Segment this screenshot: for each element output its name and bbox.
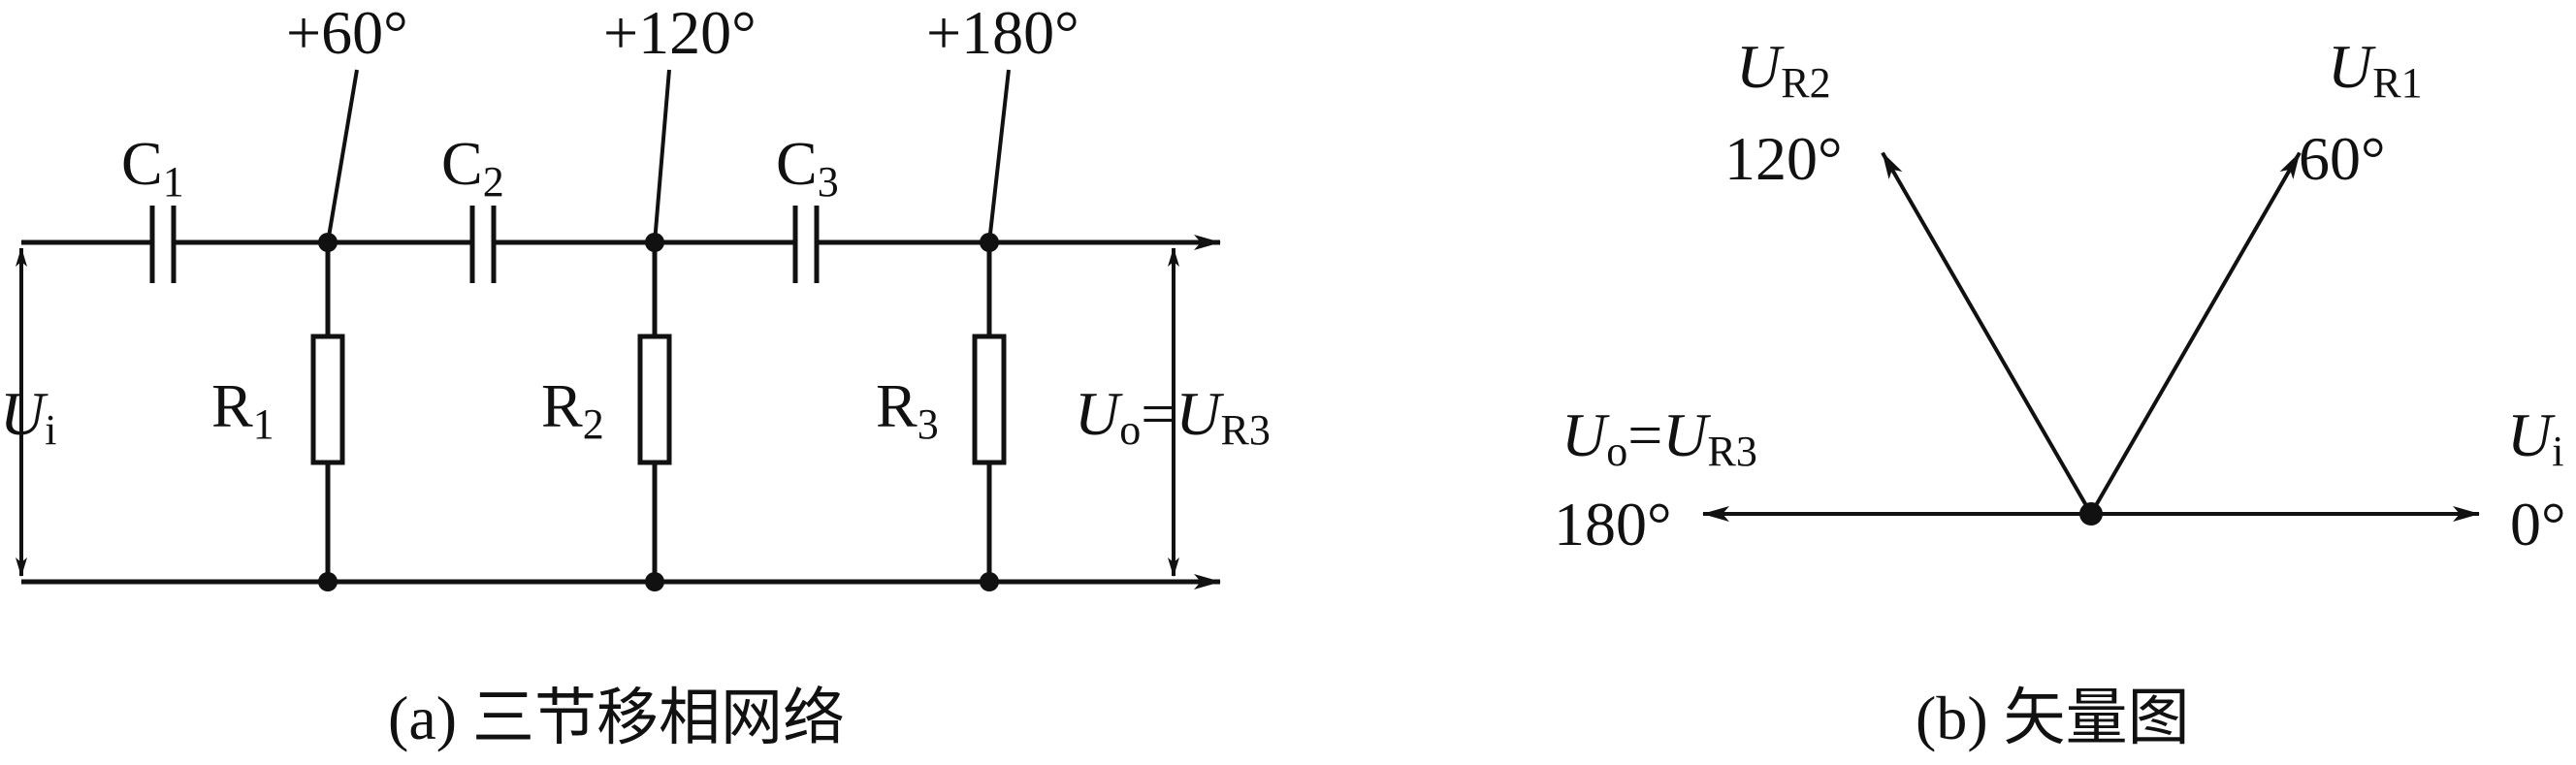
junction-dots: [318, 233, 999, 591]
resistor-r2: [637, 242, 672, 582]
capacitor-c2: [469, 206, 497, 283]
phasor-caption: (b) 矢量图: [1916, 684, 2190, 752]
phase-tap-label-120: +120°: [603, 0, 757, 67]
resistor-r2-label: R2: [541, 371, 604, 448]
resistor-r1-label: R1: [211, 371, 274, 448]
phase-tap-label-60: +60°: [286, 0, 408, 67]
phasor-angle-ui: 0°: [2510, 490, 2566, 558]
capacitor-c3-label: C3: [776, 129, 839, 206]
phase-tap-label-180: +180°: [926, 0, 1079, 67]
phasor-label-ui: Ui: [2507, 400, 2563, 475]
phasor-diagram: UR2 120° UR1 60° Uo=UR3 180° Ui 0° (b) 矢…: [1554, 32, 2566, 752]
capacitor-c2-label: C2: [441, 129, 504, 206]
phasor-label-ur2: UR2: [1736, 32, 1831, 107]
phasor-angle-ur2: 120°: [1724, 124, 1843, 193]
resistor-r3: [972, 242, 1007, 582]
phasor-vector-ur1: [2089, 151, 2302, 515]
circuit-caption: (a) 三节移相网络: [388, 684, 845, 752]
resistor-r3-label: R3: [876, 371, 939, 448]
phasor-angle-uo: 180°: [1554, 490, 1672, 558]
phase-shift-network: +60° +120° +180° C1 C2 C3 R1 R2 R3 Ui Uo…: [0, 0, 1271, 752]
phasor-vector-ur2: [1881, 151, 2093, 515]
resistor-r1: [310, 242, 345, 582]
phasor-label-ur1: UR1: [2328, 32, 2423, 107]
input-voltage-label: Ui: [0, 379, 56, 454]
capacitor-c1: [149, 206, 177, 283]
capacitor-c1-label: C1: [121, 129, 184, 206]
phasor-angle-ur1: 60°: [2299, 124, 2386, 193]
phasor-label-uo: Uo=UR3: [1562, 400, 1757, 475]
output-voltage-label: Uo=UR3: [1075, 379, 1271, 454]
phase-tap-leaders: [326, 69, 1011, 243]
capacitor-c3: [792, 206, 820, 283]
